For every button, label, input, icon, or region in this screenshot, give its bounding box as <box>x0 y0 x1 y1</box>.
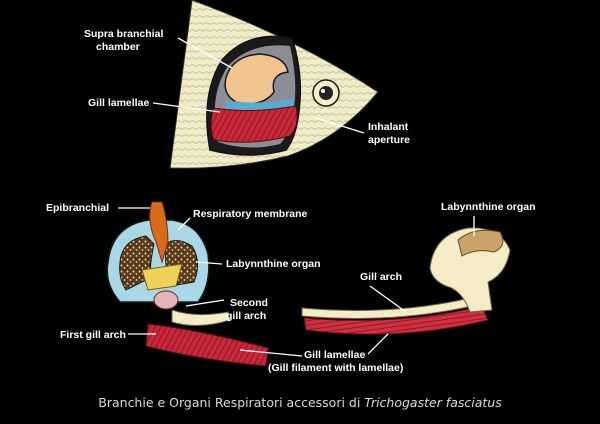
leader-labyrinthine-mid <box>195 261 223 265</box>
label-labyrinthine-right: Labynnthine organ <box>441 201 536 213</box>
label-first-gill-arch: First gill arch <box>60 329 126 341</box>
labyrinthine-organ-fold <box>457 229 504 257</box>
cross-section-illustration <box>106 201 269 367</box>
label-supra-branchial: Supra branchial <box>84 28 163 40</box>
leader-supra-branchial <box>177 37 233 69</box>
caption-text: Branchie e Organi Respiratori accessori … <box>98 395 364 410</box>
leader-gill-lamellae-bottom-left <box>239 349 303 357</box>
caption-species: Trichogaster fasciatus <box>364 395 502 410</box>
label-gill-arch: Gill arch <box>360 271 402 283</box>
leader-second-gill-arch <box>185 299 225 307</box>
fish-eye <box>319 86 333 100</box>
fish-head-illustration <box>169 0 379 169</box>
leader-gill-lamellae-bottom-right <box>367 333 389 355</box>
label-aperture: aperture <box>368 134 410 146</box>
bottom-left-gill-lamellae <box>145 323 269 367</box>
bottom-leader-lines <box>118 207 475 357</box>
label-labyrinthine-mid: Labynnthine organ <box>226 258 321 270</box>
label-epibranchial: Epibranchial <box>46 202 109 214</box>
blue-band <box>226 98 294 111</box>
second-gill-arch-cream <box>171 309 231 326</box>
epibranchial-stalk <box>149 201 169 264</box>
label-gill-arch-2: gill arch <box>226 310 266 322</box>
leader-respiratory-membrane <box>177 217 191 231</box>
label-gill-filament: (Gill filament with lamellae) <box>268 362 403 374</box>
label-chamber: chamber <box>96 41 140 53</box>
leader-gill-arch <box>369 285 407 313</box>
leader-gill-lamellae-top <box>152 102 221 113</box>
gill-arch-lamellae <box>303 305 489 335</box>
second-gill-arch-bulb <box>153 290 179 310</box>
supra-branchial-organ <box>224 53 289 105</box>
label-gill-lamellae-top: Gill lamellae <box>88 97 149 109</box>
label-gill-lamellae-bottom: Gill lamellae <box>304 349 365 361</box>
gill-arch-illustration <box>301 227 511 335</box>
label-inhalant: Inhalant <box>368 121 409 133</box>
caption: Branchie e Organi Respiratori accessori … <box>98 395 502 410</box>
label-second: Second <box>230 297 268 309</box>
top-gill-lamellae <box>210 105 298 143</box>
leader-inhalant <box>315 117 365 134</box>
fish-eye-highlight <box>321 89 325 93</box>
central-yellow-plate <box>141 263 183 291</box>
label-respiratory-membrane: Respiratory membrane <box>193 208 308 220</box>
top-leader-lines <box>152 37 365 134</box>
